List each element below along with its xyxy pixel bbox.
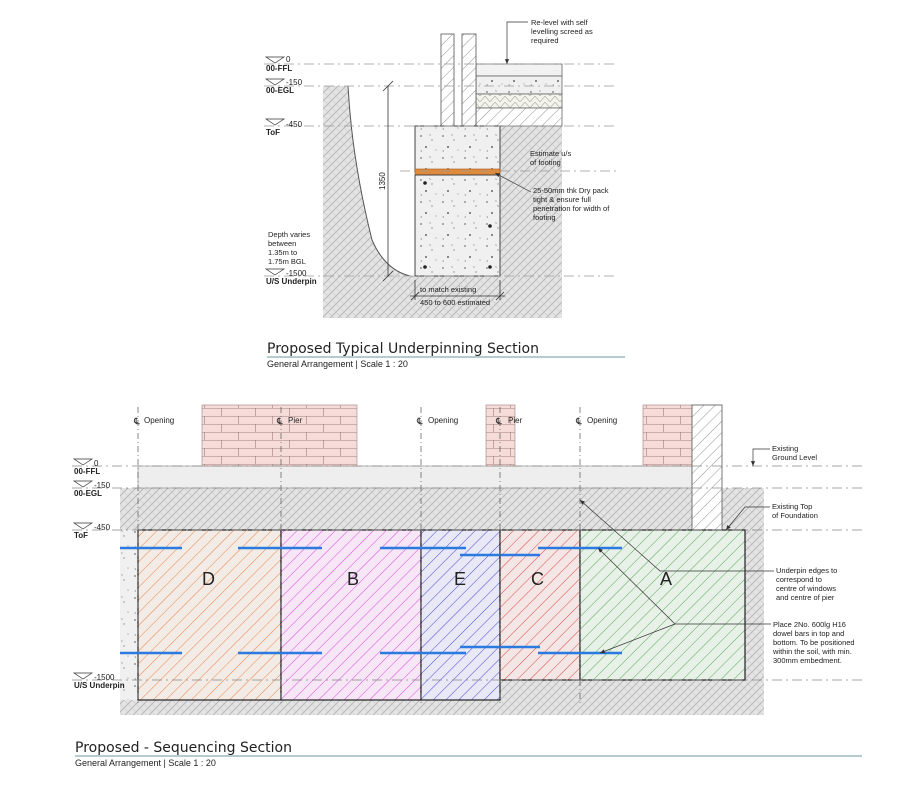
cavity-wall-outer — [440, 33, 455, 127]
sequencing-section: D B E C A ℄ ℄ ℄ ℄ — [72, 404, 862, 768]
dim-1350: 1350 — [378, 172, 387, 190]
level-name-tof: ToF — [266, 128, 280, 137]
section2-subtitle: General Arrangement | Scale 1 : 20 — [75, 758, 216, 768]
grid-label: Opening — [587, 416, 617, 425]
level-value-egl: -150 — [286, 78, 303, 87]
underpinning-section: 0 00-FFL -150 00-EGL -450 ToF -1500 U/S … — [264, 18, 625, 369]
dry-pack — [414, 168, 501, 176]
level-marker-icon — [264, 56, 286, 276]
level-value-egl-2: -150 — [94, 481, 111, 490]
panel-d — [137, 529, 282, 701]
note-relevel: Re-level with self levelling screed as r… — [531, 18, 595, 45]
panel-label-c: C — [531, 569, 544, 589]
brick-pier — [642, 404, 693, 467]
note-estimate: Estimate u/s of footing — [530, 149, 573, 167]
svg-text:℄: ℄ — [495, 416, 502, 426]
grid-lines — [137, 407, 581, 705]
grid-label: Pier — [508, 416, 523, 425]
note-top-foundation: Existing Top of Foundation — [772, 502, 818, 520]
svg-text:℄: ℄ — [133, 416, 140, 426]
level-name-ffl-2: 00-FFL — [74, 467, 100, 476]
level-marker-icon — [72, 458, 94, 680]
excavation-line — [347, 85, 411, 277]
note-dowels: Place 2No. 600lg H16 dowel bars in top a… — [772, 620, 857, 665]
brick-pier — [201, 404, 358, 467]
centerline-icon: ℄ ℄ ℄ ℄ ℄ — [133, 416, 582, 426]
brick-pier — [485, 404, 516, 467]
panel-a — [579, 529, 746, 681]
existing-footing-band — [138, 488, 692, 530]
level-lines-2 — [72, 465, 862, 681]
svg-text:℄: ℄ — [276, 416, 283, 426]
level-value-us: -1500 — [286, 269, 307, 278]
svg-text:℄: ℄ — [575, 416, 582, 426]
section1-subtitle: General Arrangement | Scale 1 : 20 — [267, 359, 408, 369]
panel-b — [280, 529, 422, 701]
dim-width: 450 to 600 estimated — [420, 298, 490, 307]
horizontal-dimension — [410, 280, 505, 301]
sub-base — [475, 107, 563, 127]
panel-c — [499, 529, 581, 681]
level-name-us: U/S Underpin — [266, 277, 317, 286]
note-depth: Depth varies between 1.35m to 1.75m BGL — [268, 230, 312, 266]
existing-footing — [414, 125, 501, 173]
level-value-us-2: -1500 — [94, 673, 115, 682]
note-underpin-edges: Underpin edges to correspond to centre o… — [776, 566, 839, 602]
note-drypack: 25-50mm thk Dry pack tight & ensure full… — [533, 186, 611, 222]
svg-text:℄: ℄ — [416, 416, 423, 426]
vertical-dimension — [382, 80, 394, 282]
section1-title: Proposed Typical Underpinning Section — [267, 341, 539, 357]
panel-label-d: D — [202, 569, 215, 589]
floor-screed — [475, 63, 563, 77]
level-name-us-2: U/S Underpin — [74, 681, 125, 690]
panel-label-b: B — [347, 569, 359, 589]
dim-match: to match existing — [420, 285, 476, 294]
adjacent-concrete — [120, 530, 138, 700]
end-wall — [691, 404, 723, 531]
floor-insulation — [475, 93, 563, 109]
grid-label: Opening — [144, 416, 174, 425]
grid-label: Opening — [428, 416, 458, 425]
panel-label-a: A — [660, 569, 672, 589]
level-name-ffl: 00-FFL — [266, 64, 292, 73]
level-name-egl: 00-EGL — [266, 86, 294, 95]
level-value-tof-2: -450 — [94, 523, 111, 532]
section2-title: Proposed - Sequencing Section — [75, 740, 292, 756]
note-ground-level: Existing Ground Level — [772, 444, 817, 462]
level-value-tof: -450 — [286, 120, 303, 129]
level-name-egl-2: 00-EGL — [74, 489, 102, 498]
level-value-ffl-2: 0 — [94, 459, 99, 468]
underpin-block — [414, 174, 501, 277]
level-value-ffl: 0 — [286, 55, 291, 64]
level-lines — [264, 63, 618, 277]
grid-label: Pier — [288, 416, 303, 425]
level-name-tof-2: ToF — [74, 531, 88, 540]
cavity-wall-inner — [461, 33, 477, 127]
floor-slab-2 — [137, 465, 693, 489]
floor-slab — [475, 75, 563, 95]
panel-label-e: E — [454, 569, 466, 589]
